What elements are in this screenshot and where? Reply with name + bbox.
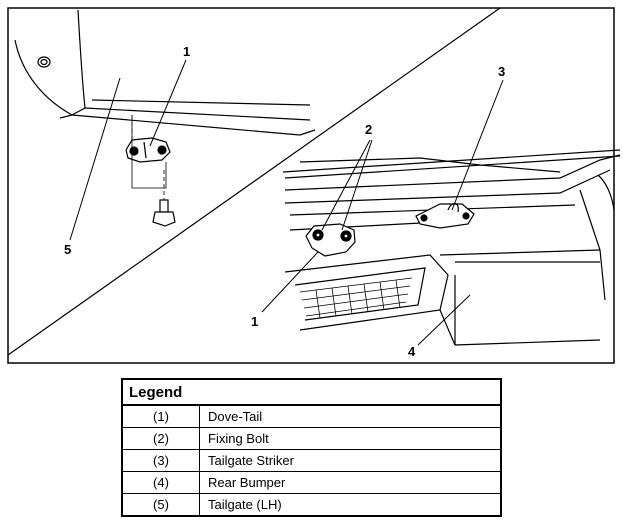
legend-row: (2) Fixing Bolt xyxy=(121,427,502,450)
callout-tailgate: 5 xyxy=(64,242,71,257)
legend-row-number: (3) xyxy=(121,449,200,472)
dove-tail-left-drawing xyxy=(125,115,171,189)
callout-dove-tail-right: 1 xyxy=(251,314,258,329)
legend-row: (3) Tailgate Striker xyxy=(121,449,502,472)
rear-bumper-drawing xyxy=(284,249,601,346)
tailgate-striker-drawing xyxy=(415,202,475,229)
legend-row-number: (4) xyxy=(121,471,200,494)
legend-row: (1) Dove-Tail xyxy=(121,404,502,428)
callout-fixing-bolt: 2 xyxy=(365,122,372,137)
legend-row: (5) Tailgate (LH) xyxy=(121,493,502,517)
callout-rear-bumper: 4 xyxy=(408,344,416,359)
legend-row-label: Tailgate Striker xyxy=(199,449,502,472)
callout-tailgate-striker: 3 xyxy=(498,64,505,79)
legend-row-label: Tailgate (LH) xyxy=(199,493,502,517)
legend-title: Legend xyxy=(121,378,502,406)
diagram-frame xyxy=(7,7,615,364)
legend-row-label: Fixing Bolt xyxy=(199,427,502,450)
legend-row-number: (2) xyxy=(121,427,200,450)
legend-row-number: (5) xyxy=(121,493,200,517)
legend-row-label: Rear Bumper xyxy=(199,471,502,494)
tailgate-panel-drawing xyxy=(14,9,316,136)
dove-tail-right-drawing xyxy=(305,223,356,257)
legend-header-row: Legend xyxy=(121,378,502,406)
legend-row-label: Dove-Tail xyxy=(199,404,502,428)
leader-lines xyxy=(69,59,504,346)
callout-dove-tail-left: 1 xyxy=(183,44,190,59)
legend-table: Legend (1) Dove-Tail (2) Fixing Bolt (3)… xyxy=(121,378,502,517)
legend-row-number: (1) xyxy=(121,404,200,428)
legend-row: (4) Rear Bumper xyxy=(121,471,502,494)
bolt-left-drawing xyxy=(152,170,176,227)
section-divider xyxy=(7,7,501,356)
tailgate-diagram: 1 5 2 3 1 4 xyxy=(7,7,621,364)
